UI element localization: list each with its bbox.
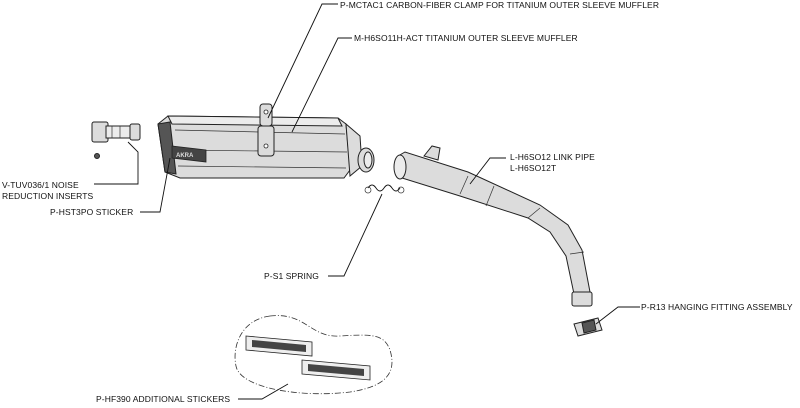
- noise-leader: [94, 141, 139, 185]
- stickers-leader: [238, 383, 289, 400]
- additional-stickers-label: P-HF390 ADDITIONAL STICKERS: [96, 394, 231, 404]
- hanging-fitting-part: [573, 317, 603, 337]
- noise-insert-part: [91, 121, 141, 159]
- muffler-label: M-H6SO11H-ACT TITANIUM OUTER SLEEVE MUFF…: [354, 33, 578, 43]
- link-pipe-leader: [469, 157, 506, 185]
- hanging-leader: [595, 306, 640, 325]
- muffler-leader: [291, 37, 352, 133]
- clamp-leader: [267, 3, 338, 119]
- clamp-part: [257, 103, 275, 157]
- muffler-part: AKRA: [157, 115, 375, 179]
- spring-label: P-S1 SPRING: [264, 271, 319, 281]
- noise-insert-label-line2: REDUCTION INSERTS: [2, 191, 94, 201]
- link-pipe-label-line2: L-H6SO12T: [510, 163, 557, 173]
- noise-insert-label-line1: V-TUV036/1 NOISE: [2, 180, 79, 190]
- additional-stickers-part: [234, 315, 393, 395]
- spring-leader: [328, 193, 383, 277]
- spring-part: [364, 184, 405, 194]
- link-pipe-label-line1: L-H6SO12 LINK PIPE: [510, 152, 595, 162]
- link-pipe-part: [393, 145, 593, 307]
- sticker-leader: [140, 157, 171, 213]
- sticker-label: P-HST3PO STICKER: [50, 207, 134, 217]
- clamp-label: P-MCTAC1 CARBON-FIBER CLAMP FOR TITANIUM…: [340, 0, 660, 10]
- hanging-fitting-label: P-R13 HANGING FITTING ASSEMBLY: [641, 302, 793, 312]
- svg-text:AKRA: AKRA: [176, 153, 194, 159]
